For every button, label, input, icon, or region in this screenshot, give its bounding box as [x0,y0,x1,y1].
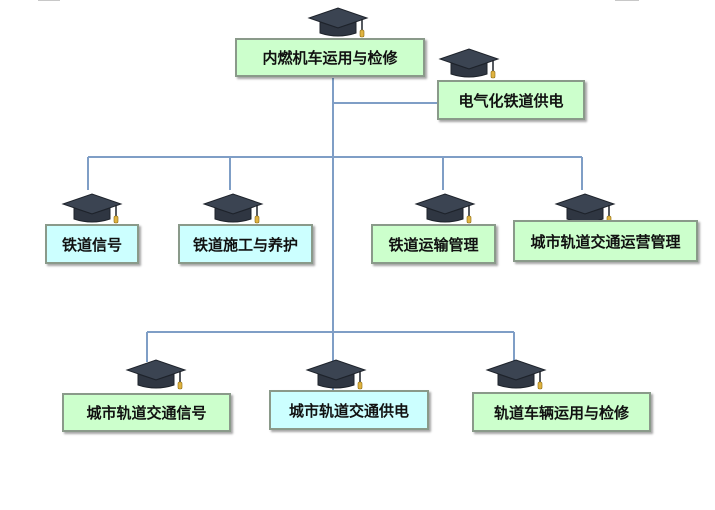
node-root: 内燃机车运用与检修 [235,38,425,77]
node-electric: 电气化铁道供电 [437,80,585,120]
graduation-cap-icon [305,359,367,390]
graduation-cap-icon [414,193,476,224]
node-urban-power: 城市轨道交通供电 [269,390,429,430]
page-corner-mark-left [38,0,60,3]
graduation-cap-icon [307,7,369,38]
graduation-cap-icon [202,193,264,224]
graduation-cap-icon [554,193,616,224]
node-urban-signal: 城市轨道交通信号 [62,393,231,432]
node-urban-ops: 城市轨道交通运营管理 [513,220,698,262]
graduation-cap-icon [125,359,187,390]
graduation-cap-icon [438,48,500,79]
node-construction: 铁道施工与养护 [178,224,313,264]
node-signal: 铁道信号 [45,224,139,264]
node-transport: 铁道运输管理 [371,224,496,264]
graduation-cap-icon [61,193,123,224]
page-corner-mark-right [615,0,639,3]
node-vehicle: 轨道车辆运用与检修 [472,392,651,432]
graduation-cap-icon [485,359,547,390]
